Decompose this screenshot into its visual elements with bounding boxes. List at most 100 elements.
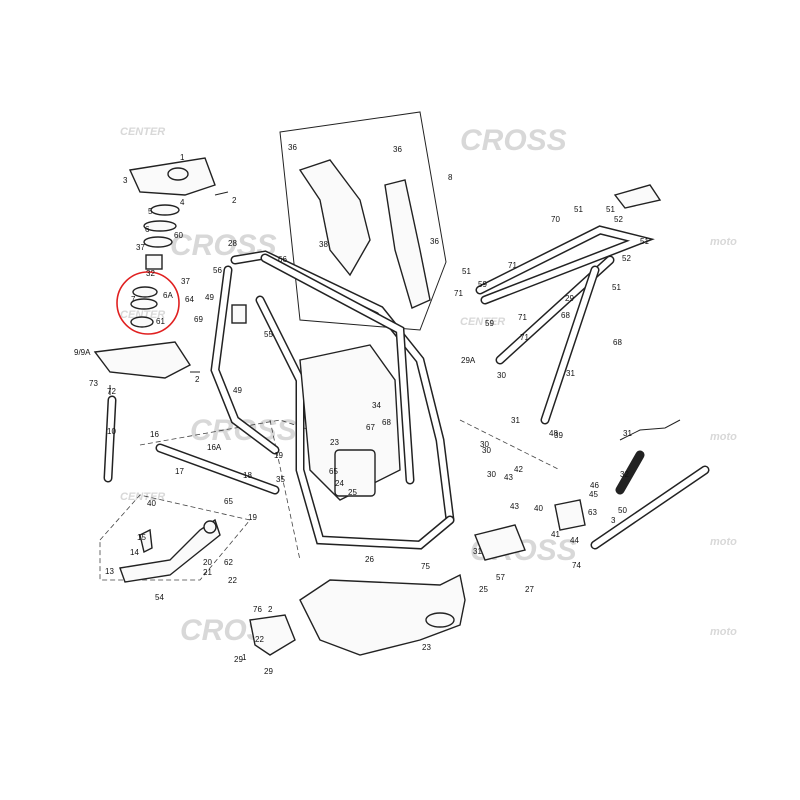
part-label: 28: [228, 239, 237, 248]
part-label: 21: [203, 568, 212, 577]
right-leader: [459, 419, 561, 471]
frame-cradle-inner: [257, 297, 453, 549]
part-label: 59: [485, 319, 494, 328]
part-label: 14: [130, 548, 139, 557]
watermark-right-4: moto: [710, 626, 737, 638]
bearing-4: [143, 220, 177, 232]
part-label: 63: [588, 508, 597, 517]
part-label: 41: [551, 530, 560, 539]
part-label: 23: [422, 643, 431, 652]
part-label: 74: [572, 561, 581, 570]
subframe-top-inner: [477, 226, 650, 303]
part-label: 60: [174, 231, 183, 240]
pedal-pivot: [203, 520, 217, 534]
frame-spar-inner: [262, 255, 413, 483]
skid-plate-75: [299, 573, 466, 656]
shaft-group: [103, 395, 280, 495]
part-label: 56: [213, 266, 222, 275]
part-label: 66: [278, 255, 287, 264]
part-label: 32: [620, 470, 629, 479]
part-label: 30: [482, 446, 491, 455]
guard-76: [249, 614, 296, 656]
part-label: 42: [514, 465, 523, 474]
part-label: 52: [622, 254, 631, 263]
part-label: 73: [89, 379, 98, 388]
part-label: 23: [330, 438, 339, 447]
part-label: 9/9A: [74, 348, 91, 357]
part-label: 1: [242, 653, 247, 662]
frame-down-tube-inner: [211, 267, 278, 453]
part-label: 27: [525, 585, 534, 594]
part-label: 71: [508, 261, 517, 270]
watermark-left-2: CENTER: [120, 309, 165, 321]
part-label: 51: [640, 237, 649, 246]
part-label: 36: [393, 145, 402, 154]
frame-guard-box: [279, 111, 447, 331]
part-label: 43: [504, 473, 513, 482]
part-label: 25: [348, 488, 357, 497]
part-label: 1: [180, 153, 185, 162]
part-label: 68: [382, 418, 391, 427]
seal-6: [143, 236, 173, 248]
watermark-right-1: moto: [710, 236, 737, 248]
footpeg-right: [474, 524, 526, 561]
frame-guards: [298, 159, 431, 309]
part-label: 36: [288, 143, 297, 152]
part-label: 32: [146, 269, 155, 278]
part-label: 24: [335, 479, 344, 488]
brake-pedal: [119, 518, 221, 583]
part-label: 40: [534, 504, 543, 513]
part-label: 20: [203, 558, 212, 567]
rod-50: [615, 450, 645, 495]
part-label: 2: [268, 605, 273, 614]
part-label: 30: [487, 470, 496, 479]
guard-right: [384, 179, 431, 309]
part-label: 49: [205, 293, 214, 302]
bearing-6a: [132, 286, 158, 298]
skid-plate-hole: [425, 612, 455, 628]
part-label: 69: [194, 315, 203, 324]
part-label: 46: [590, 481, 599, 490]
sidestand-group: [554, 419, 710, 550]
highlight-circle: [116, 271, 180, 335]
part-label: 31: [473, 547, 482, 556]
part-label: 3: [123, 176, 128, 185]
part-label: 31: [566, 369, 575, 378]
part-label: 51: [462, 267, 471, 276]
part-label: 22: [228, 576, 237, 585]
part-label: 29A: [461, 356, 476, 365]
seal-61: [130, 316, 154, 328]
part-label: 16A: [207, 443, 222, 452]
part-label: 57: [496, 573, 505, 582]
watermark-right-3: moto: [710, 536, 737, 548]
part-label: 49: [233, 386, 242, 395]
part-label: 30: [497, 371, 506, 380]
part-label: 64: [185, 295, 194, 304]
spring-32: [619, 419, 681, 441]
part-label: 37: [136, 243, 145, 252]
guard-left: [298, 159, 371, 277]
part-label: 52: [614, 215, 623, 224]
part-label: 31: [511, 416, 520, 425]
part-label: 8: [448, 173, 453, 182]
part-label: 34: [372, 401, 381, 410]
part-label: 19: [248, 513, 257, 522]
part-label: 72: [107, 387, 116, 396]
spindle-17-inner: [157, 445, 278, 493]
watermark-right-2: moto: [710, 431, 737, 443]
part-label: 36: [430, 237, 439, 246]
part-label: 43: [510, 502, 519, 511]
part-label: 40: [147, 499, 156, 508]
part-label: 22: [255, 635, 264, 644]
bracket-74: [554, 499, 586, 531]
part-label: 65: [329, 467, 338, 476]
part-label: 10: [107, 427, 116, 436]
part-label: 3: [611, 516, 616, 525]
part-label: 62: [224, 558, 233, 567]
part-label: 50: [618, 506, 627, 515]
part-label: 71: [520, 333, 529, 342]
part-label: 59: [478, 280, 487, 289]
skid-plate: [249, 573, 466, 656]
part-label: 17: [175, 467, 184, 476]
